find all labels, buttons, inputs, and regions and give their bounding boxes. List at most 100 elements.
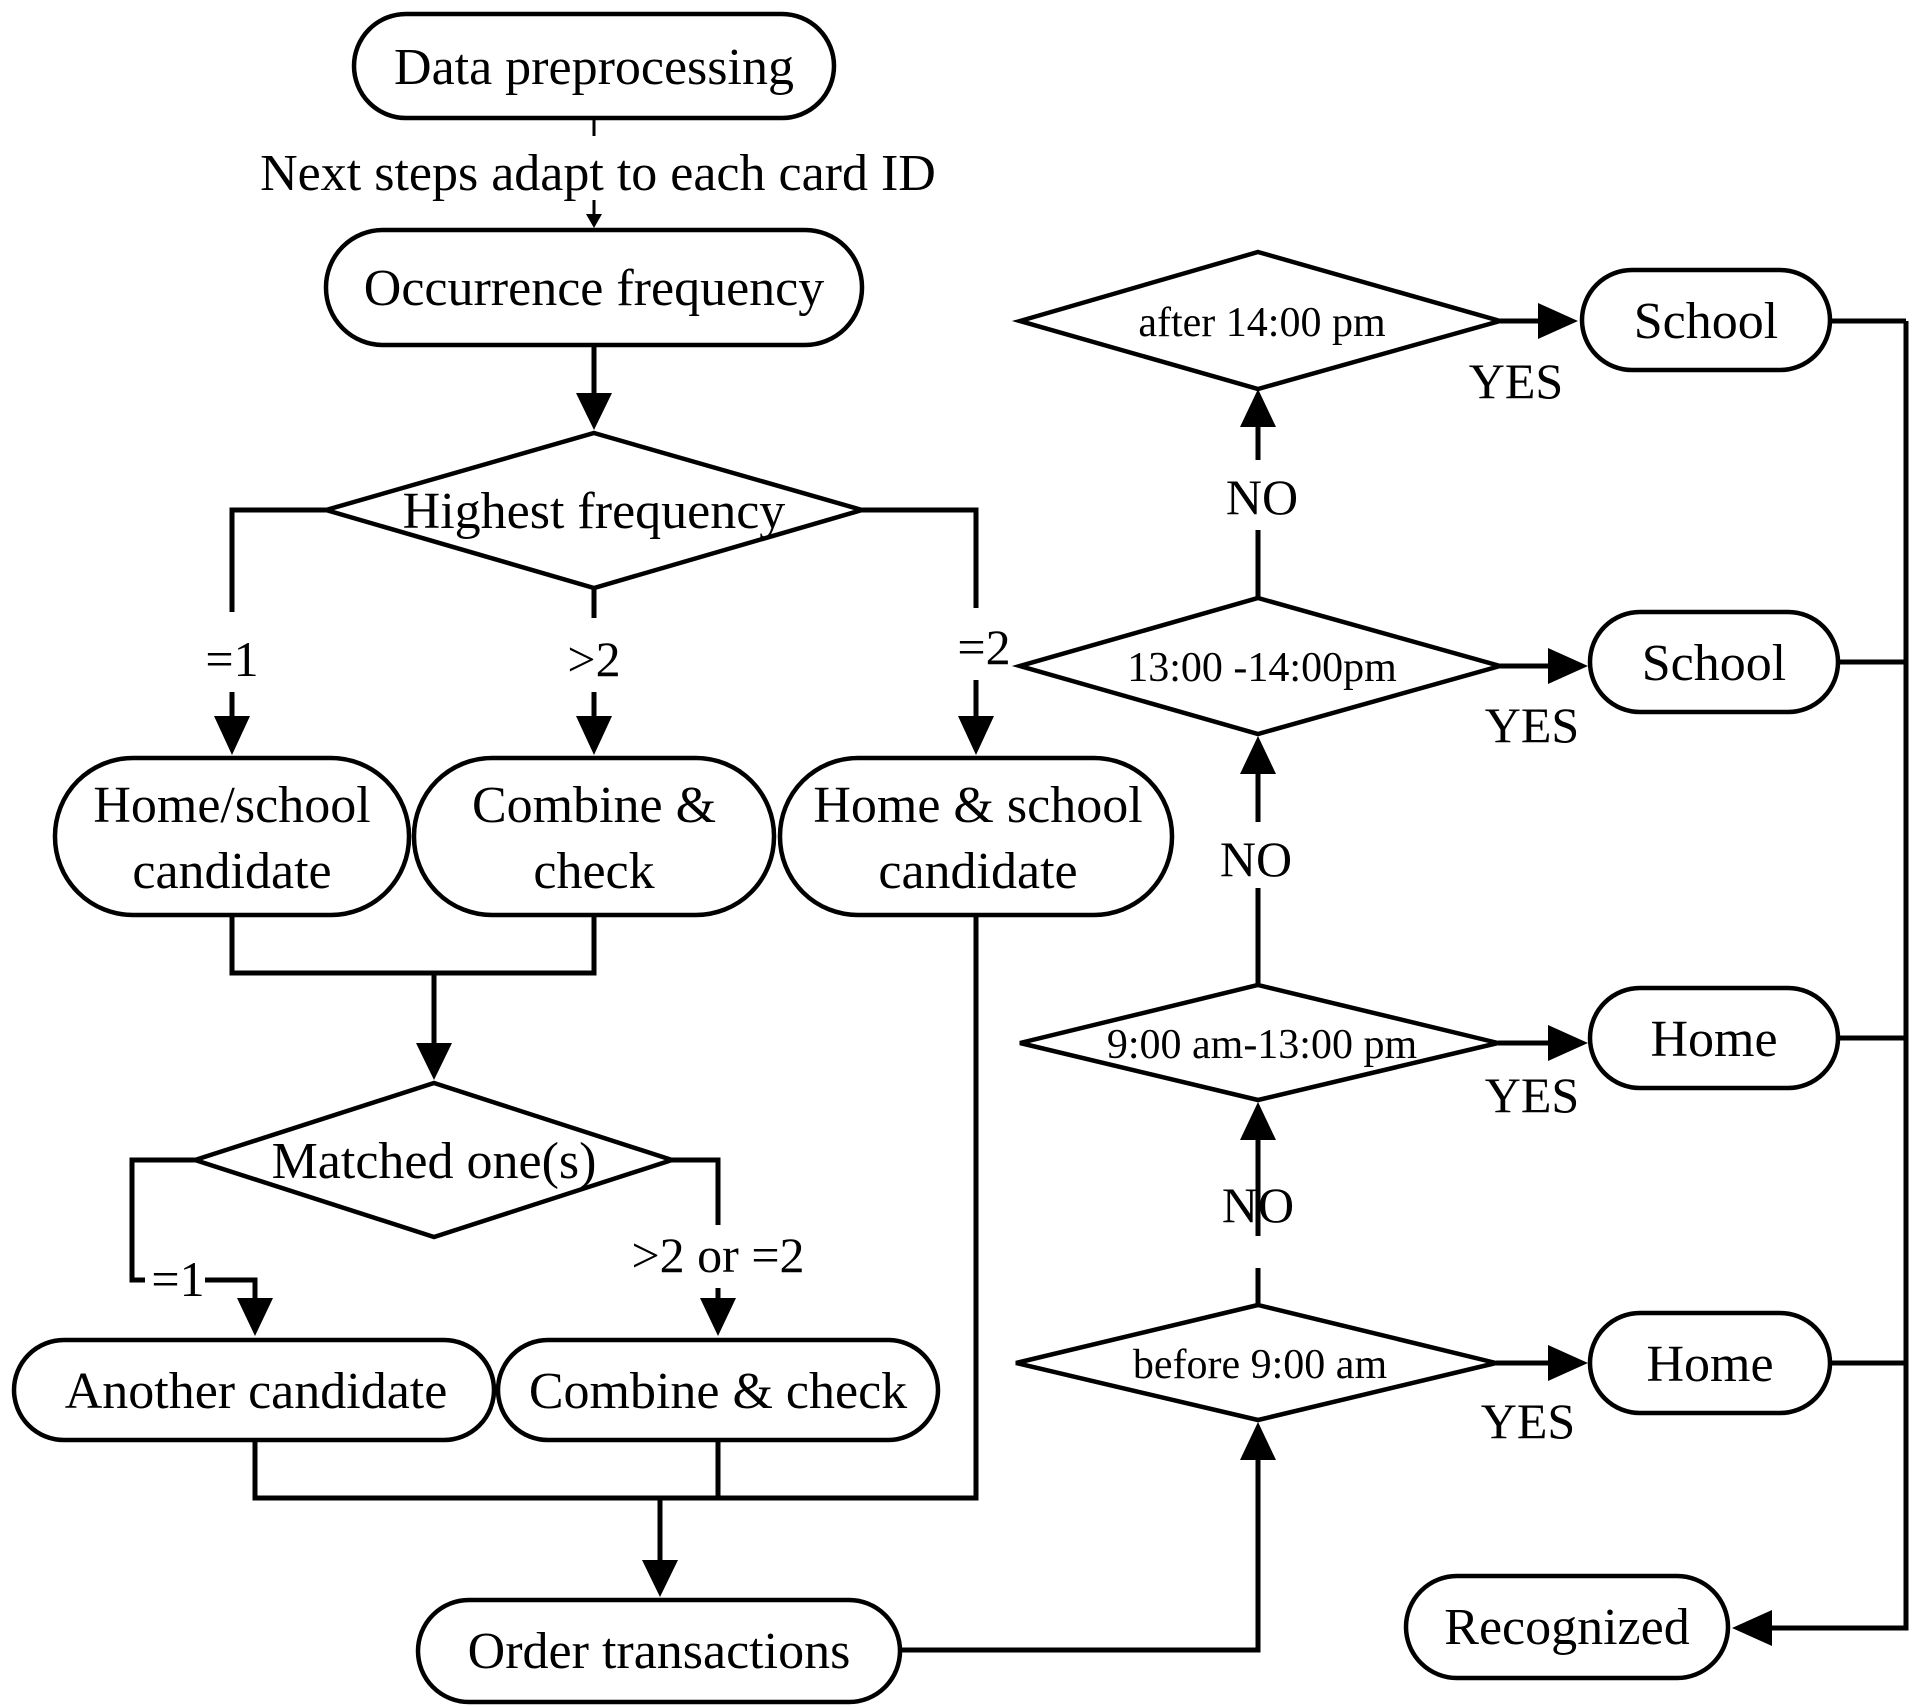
node-home-school-candidate: Home/school candidate [52,755,412,918]
node-home-2: Home [1587,1310,1833,1416]
arrowhead [586,214,602,228]
arrowhead [1548,1345,1588,1381]
node-13-14: 13:00 -14:00pm [1011,595,1509,737]
node-data-preprocessing: Data preprocessing [351,11,837,121]
decision-shape [1015,1302,1497,1423]
edge-label-yes-1: YES [1469,353,1563,409]
node-label: Combine & check [529,1363,907,1420]
arrowhead [700,1298,736,1336]
terminator-shape [777,755,1175,918]
node-label: after 14:00 pm [1138,300,1386,346]
edge-labels: =1 >2 =2 =1 >2 or =2 YES YES YES YES NO … [151,353,1579,1449]
node-home-and-school-candidate: Home & school candidate [777,755,1175,918]
edge-label-gt2-top: >2 [567,631,620,687]
edge-label-eq1-top: =1 [205,631,258,687]
node-label: School [1634,293,1778,350]
arrowhead [1548,648,1588,684]
terminator-shape [411,755,777,918]
arrowhead [1538,303,1578,339]
connector-matched-left [129,1157,195,1283]
connector-merge-bottom [252,915,979,1501]
node-highest-frequency: Highest frequency [317,430,871,591]
node-label: 9:00 am-13:00 pm [1107,1022,1418,1068]
decision-shape [1019,982,1499,1103]
node-label: 13:00 -14:00pm [1127,645,1397,691]
node-label: Occurrence frequency [364,260,824,317]
node-school-2: School [1587,609,1841,715]
node-school-1: School [1579,267,1833,373]
edge-label-yes-3: YES [1485,1067,1579,1123]
arrowhead [1240,1422,1276,1460]
node-label-line2: candidate [132,843,331,900]
node-label: Home [1650,1011,1777,1068]
terminator-shape [52,755,412,918]
terminator-shape [1587,985,1841,1091]
edge-label-eq2-top: =2 [957,619,1010,675]
connector-eq1-to-another [205,1277,258,1298]
arrowhead [1240,1102,1276,1140]
node-label-line2: check [533,843,654,900]
edge-label-eq1-bottom: =1 [151,1251,204,1307]
connector-highest-left [229,507,326,612]
note-each-card-id: Next steps adapt to each card ID [260,145,936,202]
node-another-candidate: Another candidate [11,1337,497,1443]
connectors [129,118,1909,1653]
node-label-line2: candidate [878,843,1077,900]
edge-label-no-3: NO [1222,1177,1294,1233]
arrowhead [237,1298,273,1336]
arrowhead [214,716,250,755]
node-before-9: before 9:00 am [1015,1302,1497,1423]
arrowhead [1240,389,1276,427]
edge-label-no-2: NO [1220,831,1292,887]
node-label-line1: Combine & [472,777,716,834]
node-label: School [1642,635,1786,692]
arrowhead [958,716,994,755]
connector-bus-to-recognized [1770,321,1909,1631]
terminator-shape [495,1337,941,1443]
decision-shape [1011,595,1509,737]
node-9-13: 9:00 am-13:00 pm [1019,982,1499,1103]
node-occurrence-frequency: Occurrence frequency [323,227,865,348]
terminator-shape [351,11,837,121]
terminator-shape [1587,609,1841,715]
arrowhead [1548,1025,1588,1061]
node-combine-check-bottom: Combine & check [495,1337,941,1443]
decision-shape [317,430,871,591]
terminator-shape [1403,1573,1731,1681]
edge-label-yes-4: YES [1481,1393,1575,1449]
terminator-shape [1587,1310,1833,1416]
decision-shape [187,1080,680,1240]
node-home-1: Home [1587,985,1841,1091]
connector-order-to-before9 [900,1458,1261,1653]
connector-merge-top [229,915,597,976]
terminator-shape [415,1597,903,1705]
arrowhead [576,393,612,430]
arrowhead [1732,1610,1772,1646]
node-label: Data preprocessing [394,39,794,96]
arrowhead [416,1043,452,1080]
node-label: Recognized [1444,1599,1689,1656]
node-label: Matched one(s) [272,1133,597,1190]
connector-highest-right [862,507,979,608]
node-order-transactions: Order transactions [415,1597,903,1705]
terminator-shape [1579,267,1833,373]
connector-matched-right [672,1157,721,1225]
node-label: before 9:00 am [1133,1342,1388,1388]
node-matched-ones: Matched one(s) [187,1080,680,1240]
node-label: Highest frequency [403,483,786,540]
terminator-shape [11,1337,497,1443]
edge-label-no-1: NO [1226,469,1298,525]
terminator-shape [323,227,865,348]
edge-label-gt2-or-eq2: >2 or =2 [631,1227,804,1283]
arrowhead [576,716,612,755]
edge-label-yes-2: YES [1485,697,1579,753]
node-label: Another candidate [65,1363,448,1420]
node-label: Home [1646,1336,1773,1393]
node-combine-check-top: Combine & check [411,755,777,918]
node-label: Order transactions [468,1623,851,1680]
arrowhead [1240,736,1276,774]
node-label-line1: Home/school [93,777,370,834]
node-label-line1: Home & school [813,777,1142,834]
node-after-14: after 14:00 pm [1011,249,1509,392]
